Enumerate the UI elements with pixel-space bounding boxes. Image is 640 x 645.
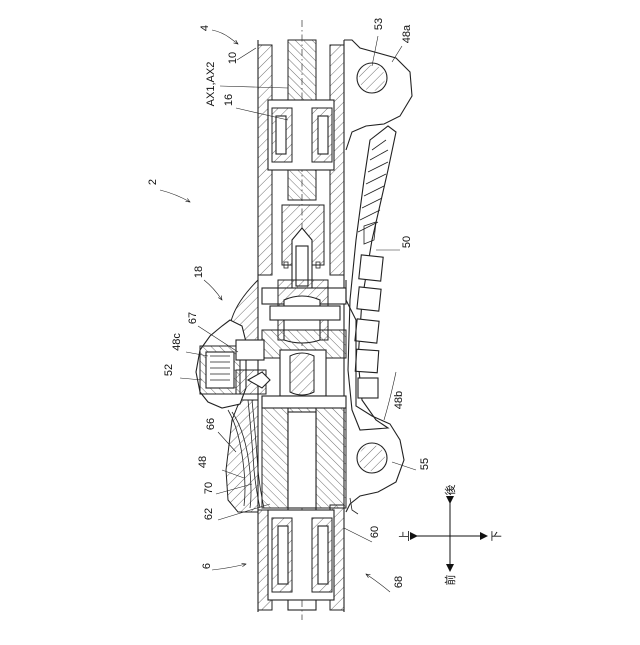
upper-bearing (268, 100, 334, 170)
ref-18: 18 (193, 266, 205, 278)
ref-67: 67 (187, 312, 199, 324)
dir-rear: 後 (443, 485, 457, 496)
ref-16: 16 (223, 94, 235, 106)
dir-front: 前 (443, 575, 457, 586)
ref-6: 6 (201, 563, 213, 569)
lower-bearing (268, 510, 334, 600)
direction-indicator: 上 下 後 前 (398, 485, 503, 586)
ref-10: 10 (227, 52, 239, 64)
ref-50: 50 (401, 236, 413, 248)
ref-53: 53 (373, 18, 385, 30)
ref-48a: 48a (401, 24, 413, 43)
ref-2: 2 (147, 179, 159, 185)
dir-down: 下 (491, 531, 503, 542)
ref-4: 4 (199, 25, 211, 31)
ref-48b: 48b (393, 391, 405, 409)
ref-66: 66 (205, 418, 217, 430)
pin-55 (357, 443, 387, 473)
ref-70: 70 (203, 482, 215, 494)
ref-62: 62 (203, 508, 215, 520)
center-plug (282, 205, 324, 290)
joint-assembly (262, 280, 346, 508)
ref-48: 48 (197, 456, 209, 468)
ref-ax: AX1,AX2 (205, 62, 217, 107)
ref-48c: 48c (171, 333, 183, 351)
dir-up: 上 (398, 531, 411, 542)
ref-52: 52 (163, 364, 175, 376)
pin-53 (357, 63, 387, 93)
ref-60: 60 (369, 526, 381, 538)
lever (348, 126, 396, 430)
ref-68: 68 (393, 576, 405, 588)
ref-55: 55 (419, 458, 431, 470)
